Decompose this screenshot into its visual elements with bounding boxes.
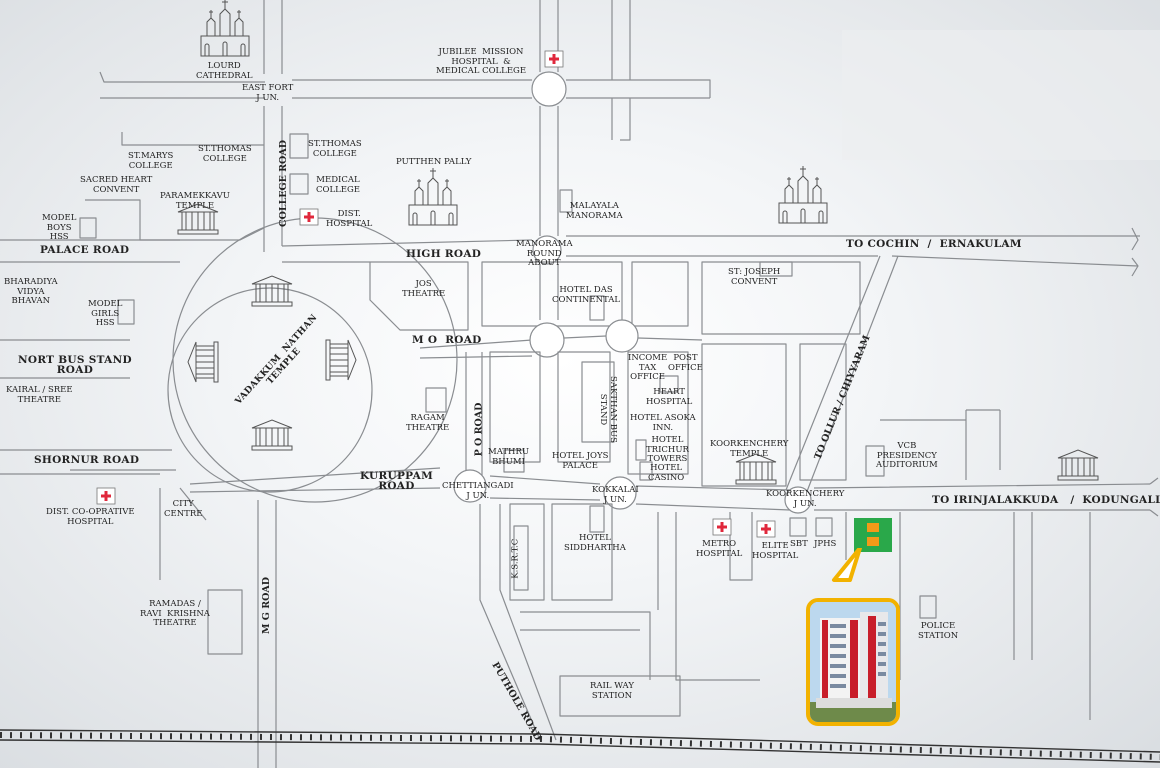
temple-icon [187, 341, 219, 383]
label-nort-bus-stand-road: NORT BUS STAND ROAD [18, 354, 132, 376]
label-model-girls-hss: MODEL GIRLS HSS [88, 299, 123, 328]
label-st-thomas-college-2: ST.THOMAS COLLEGE [198, 144, 252, 164]
label-koorkenchery-jun: KOORKENCHERY J UN. [766, 489, 845, 509]
label-income-tax-office: INCOME TAX OFFICE [628, 353, 668, 382]
label-to-irinjalakkuda: TO IRINJALAKKUDA / KODUNGALLURE [932, 494, 1160, 506]
label-kairal-sree-theatre: KAIRAL / SREE THEATRE [6, 385, 73, 405]
label-dist-hospital: DIST. HOSPITAL [326, 209, 373, 229]
label-sacred-heart-convent: SACRED HEART CONVENT [80, 175, 153, 195]
label-st-marys-college: ST.MARYS COLLEGE [128, 151, 174, 171]
label-post-office: POST OFFICE [668, 353, 703, 373]
label-hotel-joys-palace: HOTEL JOYS PALACE [552, 451, 609, 471]
building-illustration [810, 602, 896, 722]
label-city-centre: CITY CENTRE [164, 499, 203, 519]
label-heart-hospital: HEART HOSPITAL [646, 387, 693, 407]
label-po-road: P O ROAD [473, 402, 485, 457]
label-vcb-presidency-auditorium: VCB PRESIDENCY AUDITORIUM [876, 441, 938, 470]
label-putthen-pally: PUTTHEN PALLY [396, 157, 472, 167]
project-location-marker[interactable] [854, 518, 892, 552]
label-dist-cooperative-hospital: DIST. CO-OPRATIVE HOSPITAL [46, 507, 135, 527]
label-ksrtc: K.S.R.T.C [510, 538, 521, 579]
church-icon [200, 0, 250, 57]
label-st-joseph-convent: ST: JOSEPH CONVENT [728, 267, 781, 287]
label-mo-road: M O ROAD [412, 334, 482, 346]
label-koorkenchery-temple: KOORKENCHERY TEMPLE [710, 439, 789, 459]
label-hotel-asoka-inn: HOTEL ASOKA INN. [630, 413, 696, 433]
label-bharadiya-vidya-bhavan: BHARADIYA VIDYA BHAVAN [4, 277, 58, 306]
label-mg-road: M G ROAD [261, 576, 273, 635]
temple-icon [325, 339, 357, 381]
label-jphs: JPHS [814, 539, 837, 549]
hospital-cross-icon [544, 50, 564, 68]
label-sbt: SBT [790, 539, 808, 549]
label-medical-college: MEDICAL COLLEGE [316, 175, 360, 195]
label-malayala-manorama: MALAYALA MANORAMA [566, 201, 623, 221]
label-police-station: POLICE STATION [918, 621, 959, 641]
label-st-thomas-college: ST.THOMAS COLLEGE [308, 139, 362, 159]
label-manorama-roundabout: MANORAMA ROUND ABOUT [516, 239, 573, 268]
railway-track [0, 729, 1160, 763]
label-paramekkavu-temple: PARAMEKKAVU TEMPLE [160, 191, 230, 211]
hospital-cross-icon [756, 520, 776, 538]
label-ramadas-theatre: RAMADAS / RAVI KRISHNA THEATRE [140, 599, 210, 628]
church-icon [408, 167, 458, 226]
label-hotel-das-continental: HOTEL DAS CONTINENTAL [552, 285, 621, 305]
label-to-cochin: TO COCHIN / ERNAKULAM [846, 238, 1022, 250]
label-jubilee-hospital: JUBILEE MISSION HOSPITAL & MEDICAL COLLE… [436, 47, 527, 76]
marker-square-icon [867, 537, 879, 546]
label-sakthan-bus-stand: SAKTHAN BUS STAND [598, 376, 618, 443]
label-metro-hospital: METRO HOSPITAL [696, 539, 743, 559]
temple-icon [251, 419, 293, 451]
label-hotel-siddhartha: HOTEL SIDDHARTHA [564, 533, 626, 553]
temple-icon [1057, 449, 1099, 481]
hospital-cross-icon [96, 487, 116, 505]
hospital-cross-icon [712, 518, 732, 536]
label-mathru-bhumi: MATHRU BHUMI [488, 447, 530, 467]
label-elite-hospital: ELITE HOSPITAL [752, 541, 799, 561]
label-jos-theatre: JOS THEATRE [402, 279, 446, 299]
building-photo[interactable] [806, 598, 900, 726]
label-ragam-theatre: RAGAM THEATRE [406, 413, 450, 433]
label-east-fort-jun: EAST FORT J UN. [242, 83, 294, 103]
marker-square-icon [867, 523, 879, 532]
label-hotel-casino: HOTEL CASINO [648, 463, 685, 483]
label-college-road: COLLEGE ROAD [277, 140, 289, 227]
label-chettiangadi-jun: CHETTIANGADI J UN. [442, 481, 514, 501]
label-kokkalai-jun: KOKKALAI J UN. [592, 485, 639, 505]
label-palace-road: PALACE ROAD [40, 244, 130, 256]
label-kuruppam-road: KURUPPAM ROAD [360, 470, 433, 492]
label-model-boys-hss: MODEL BOYS HSS [42, 213, 77, 242]
label-railway-station: RAIL WAY STATION [590, 681, 634, 701]
callout-pointer [832, 548, 862, 582]
label-hotel-trichur-towers: HOTEL TRICHUR TOWERS [646, 435, 689, 464]
label-shornur-road: SHORNUR ROAD [34, 454, 140, 466]
label-high-road: HIGH ROAD [406, 248, 482, 260]
label-lourd-cathedral: LOURD CATHEDRAL [196, 61, 253, 81]
church-icon [778, 165, 828, 224]
hospital-cross-icon [299, 208, 319, 226]
